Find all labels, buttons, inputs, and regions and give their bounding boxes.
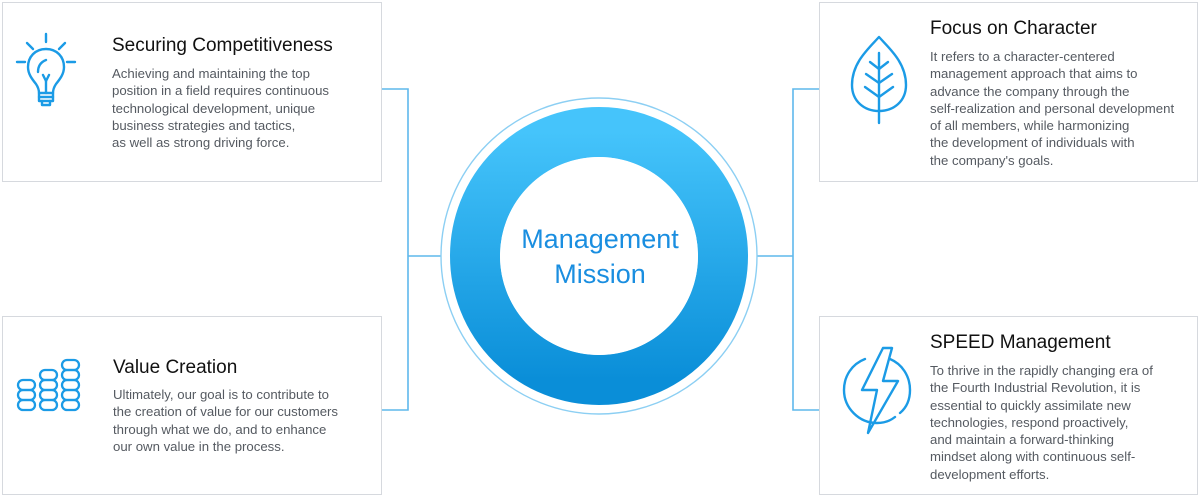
desc-line: technologies, respond proactively,: [930, 414, 1129, 430]
leaf-icon: [844, 33, 914, 130]
card-description: It refers to a character-centered manage…: [930, 48, 1174, 169]
desc-line: It refers to a character-centered: [930, 49, 1115, 64]
card-title: Securing Competitiveness: [112, 35, 333, 56]
desc-line: self-realization and personal developmen…: [930, 100, 1175, 116]
card-description: Achieving and maintaining the top positi…: [112, 65, 329, 151]
card-title: Focus on Character: [930, 18, 1097, 39]
desc-line: To thrive in the rapidly changing era of: [930, 363, 1153, 378]
card-value-creation: Value Creation Ultimately, our goal is t…: [2, 316, 382, 495]
card-description: To thrive in the rapidly changing era of…: [930, 362, 1153, 483]
desc-line: and maintain a forward-thinking: [930, 432, 1114, 448]
coin-stacks-icon: [15, 355, 85, 420]
desc-line: business strategies and tactics,: [112, 117, 296, 133]
card-title: Value Creation: [113, 357, 238, 378]
card-title: SPEED Management: [930, 332, 1111, 353]
desc-line: development efforts.: [930, 466, 1050, 482]
card-securing-competitiveness: Securing Competitiveness Achieving and m…: [2, 2, 382, 182]
desc-line: the creation of value for our customers: [113, 404, 339, 420]
left-connector-line: [382, 88, 442, 411]
desc-line: through what we do, and to enhance: [113, 421, 327, 437]
desc-line: management approach that aims to: [930, 66, 1138, 82]
desc-line: the company's goals.: [930, 152, 1054, 168]
lightning-bolt-icon: [840, 345, 916, 442]
gradient-ring: [450, 107, 748, 405]
center-title: Management Mission: [500, 222, 700, 292]
desc-line: the Fourth Industrial Revolution, it is: [930, 380, 1141, 396]
inner-circle: [500, 157, 698, 355]
desc-line: mindset along with continuous self-: [930, 449, 1136, 465]
center-title-line-2: Mission: [554, 259, 646, 289]
desc-line: of all members, while harmonizing: [930, 118, 1130, 134]
desc-line: Ultimately, our goal is to contribute to: [113, 387, 329, 402]
desc-line: Achieving and maintaining the top: [112, 66, 310, 81]
desc-line: as well as strong driving force.: [112, 135, 290, 151]
desc-line: position in a field requires continuous: [112, 83, 329, 99]
desc-line: advance the company through the: [930, 83, 1130, 99]
card-description: Ultimately, our goal is to contribute to…: [113, 386, 338, 455]
center-title-line-1: Management: [521, 224, 679, 254]
card-focus-on-character: Focus on Character It refers to a charac…: [819, 2, 1198, 182]
desc-line: essential to quickly assimilate new: [930, 397, 1131, 413]
lightbulb-icon: [15, 31, 95, 128]
desc-line: the development of individuals with: [930, 135, 1135, 151]
card-speed-management: SPEED Management To thrive in the rapidl…: [819, 316, 1198, 495]
desc-line: technological development, unique: [112, 100, 316, 116]
right-connector-line: [757, 88, 819, 411]
desc-line: our own value in the process.: [113, 438, 285, 454]
